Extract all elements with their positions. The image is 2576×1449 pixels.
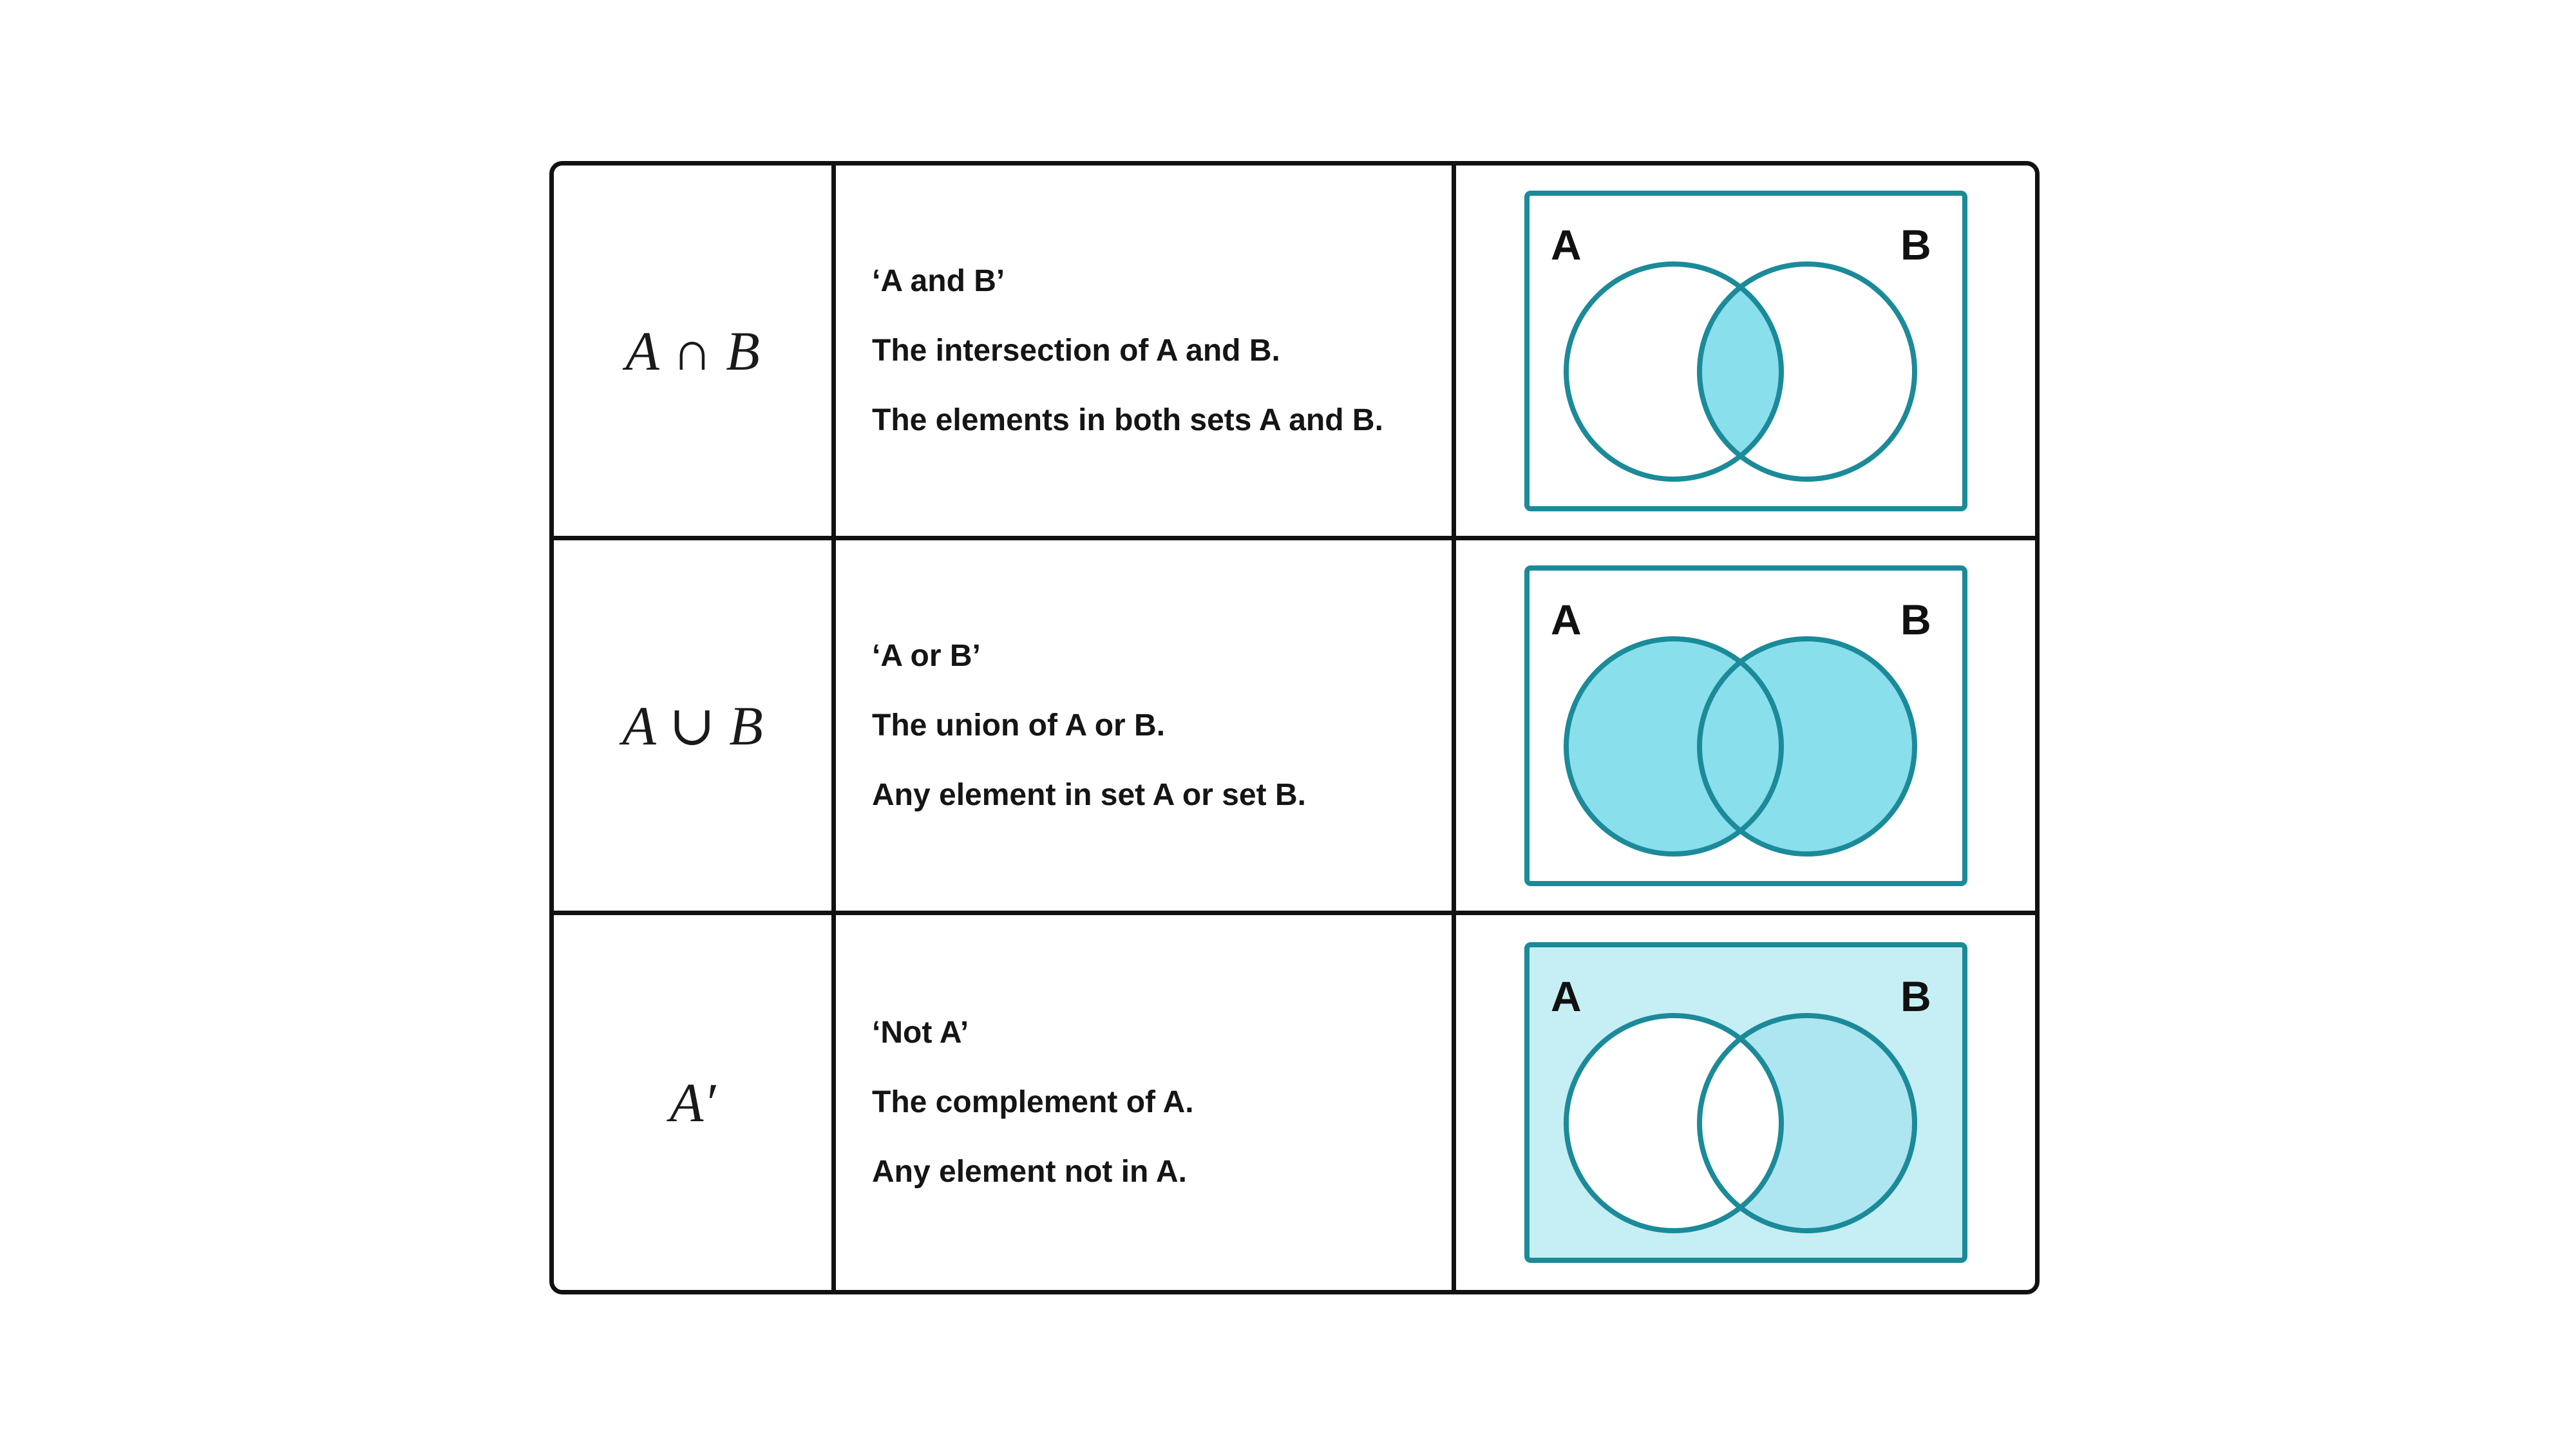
set-notation-table: A ∩ B ‘A and B’ The intersection of A an… — [549, 161, 2040, 1294]
description-meaning: The elements in both sets A and B. — [872, 402, 1383, 437]
circle-b — [1696, 636, 1917, 857]
set-label-a: A — [1551, 221, 1582, 269]
description-name: The intersection of A and B. — [872, 333, 1280, 368]
set-label-b: B — [1900, 596, 1931, 643]
circle-a — [1563, 636, 1784, 857]
notation-union: A ∪ B — [622, 694, 763, 757]
set-label-b: B — [1900, 221, 1931, 269]
venn-cell-complement: A B — [1456, 915, 2035, 1290]
set-label-a: A — [1551, 972, 1582, 1020]
circle-b — [1696, 261, 1917, 482]
set-a-unshaded — [1566, 1016, 1781, 1231]
description-meaning: Any element not in A. — [872, 1155, 1187, 1189]
notation-complement: A′ — [669, 1072, 716, 1133]
description-phrase: ‘A and B’ — [872, 263, 1005, 298]
description-cell-complement: ‘Not A’ The complement of A. Any element… — [836, 915, 1456, 1290]
set-label-a: A — [1551, 596, 1582, 643]
description-phrase: ‘A or B’ — [872, 638, 981, 673]
notation-cell-complement: A′ — [554, 915, 836, 1290]
circle-a — [1563, 261, 1784, 482]
description-meaning: Any element in set A or set B. — [872, 777, 1306, 812]
description-cell-union: ‘A or B’ The union of A or B. Any elemen… — [836, 540, 1456, 915]
description-phrase: ‘Not A’ — [872, 1016, 969, 1050]
notation-intersection: A ∩ B — [625, 319, 760, 382]
set-label-b: B — [1900, 972, 1931, 1020]
description-name: The complement of A. — [872, 1085, 1194, 1119]
venn-cell-union: A B — [1456, 540, 2035, 915]
venn-diagram-intersection: A B — [1524, 190, 1967, 511]
description-name: The union of A or B. — [872, 708, 1166, 743]
notation-cell-union: A ∪ B — [554, 540, 836, 915]
circle-a — [1563, 1013, 1784, 1233]
venn-diagram-union: A B — [1524, 565, 1967, 886]
venn-diagram-complement: A B — [1524, 942, 1967, 1263]
union-region-b — [1699, 638, 1915, 854]
description-cell-intersection: ‘A and B’ The intersection of A and B. T… — [836, 166, 1456, 540]
venn-cell-intersection: A B — [1456, 166, 2035, 540]
notation-cell-intersection: A ∩ B — [554, 166, 836, 540]
intersection-region — [1699, 263, 1781, 479]
circle-b — [1696, 1013, 1917, 1233]
